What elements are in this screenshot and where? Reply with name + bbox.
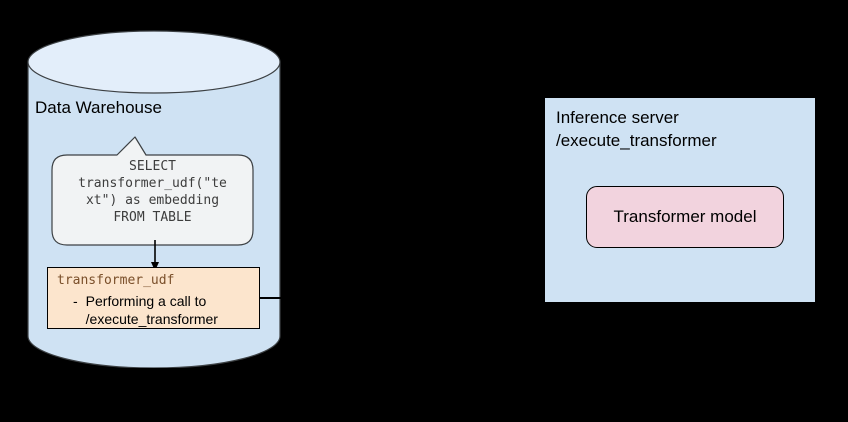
inference-server-title: Inference server /execute_transformer <box>556 108 717 150</box>
callout-bubble-shape <box>51 136 254 246</box>
connector-udf-to-server <box>259 297 283 299</box>
transformer-udf-bullet-text: Performing a call to /execute_transforme… <box>85 293 218 327</box>
sql-callout: SELECT transformer_udf("te xt") as embed… <box>51 136 254 246</box>
sql-callout-text: SELECT transformer_udf("te xt") as embed… <box>78 159 227 225</box>
transformer-model-box: Transformer model <box>586 186 784 248</box>
data-warehouse-label: Data Warehouse <box>35 98 162 117</box>
transformer-udf-bullet-item: - Performing a call to /execute_transfor… <box>73 292 253 328</box>
transformer-udf-box: transformer_udf - Performing a call to /… <box>47 267 260 329</box>
bullet-dash-marker: - <box>73 293 78 309</box>
transformer-model-label: Transformer model <box>613 207 757 226</box>
inference-server-box: Inference server /execute_transformer Tr… <box>544 97 816 303</box>
arrow-callout-to-udf-icon <box>151 240 159 271</box>
transformer-udf-title: transformer_udf <box>57 273 175 288</box>
